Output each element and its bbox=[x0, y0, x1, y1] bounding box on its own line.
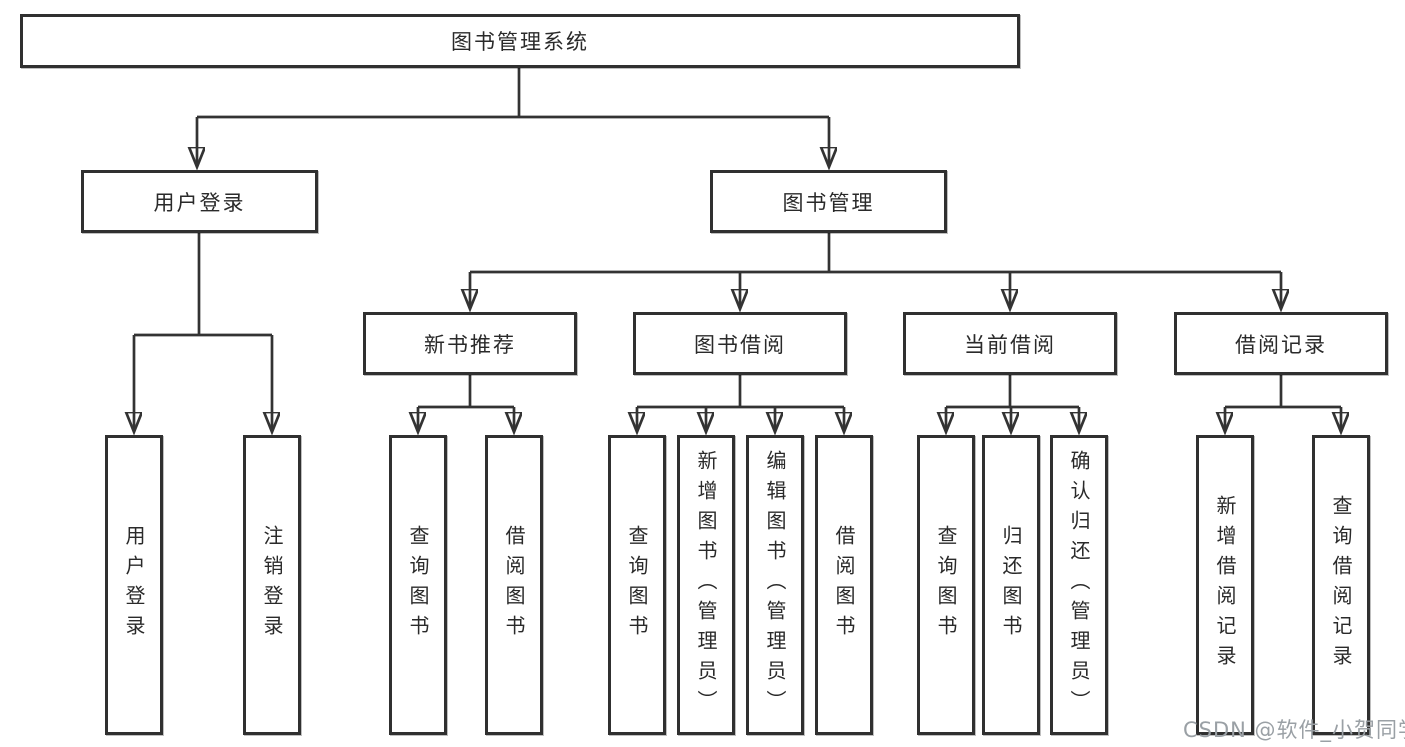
node-leaf-borrow-query-book: 查询图书 bbox=[608, 435, 666, 735]
node-leaf-borrow-edit-book-admin: 编辑图书（管理员） bbox=[746, 435, 804, 735]
node-book-management: 图书管理 bbox=[710, 170, 947, 233]
node-leaf-recommend-query-book: 查询图书 bbox=[389, 435, 447, 735]
node-leaf-recommend-borrow-book: 借阅图书 bbox=[485, 435, 543, 735]
node-leaf-borrow-add-book-admin: 新增图书（管理员） bbox=[677, 435, 735, 735]
node-borrow-records: 借阅记录 bbox=[1174, 312, 1388, 375]
node-leaf-current-return-book: 归还图书 bbox=[982, 435, 1040, 735]
node-system-root: 图书管理系统 bbox=[20, 14, 1020, 68]
node-leaf-records-query-record: 查询借阅记录 bbox=[1312, 435, 1370, 735]
csdn-watermark: CSDN @软件_小贺同学 bbox=[1183, 718, 1405, 742]
node-leaf-records-add-record: 新增借阅记录 bbox=[1196, 435, 1254, 735]
node-leaf-logout: 注销登录 bbox=[243, 435, 301, 735]
node-leaf-current-query-book: 查询图书 bbox=[917, 435, 975, 735]
node-leaf-current-confirm-return-admin: 确认归还（管理员） bbox=[1050, 435, 1108, 735]
node-new-book-recommend: 新书推荐 bbox=[363, 312, 577, 375]
node-leaf-borrow-borrow-book: 借阅图书 bbox=[815, 435, 873, 735]
node-user-login: 用户登录 bbox=[81, 170, 318, 233]
node-book-borrow: 图书借阅 bbox=[633, 312, 847, 375]
node-leaf-user-login: 用户登录 bbox=[105, 435, 163, 735]
node-current-borrow: 当前借阅 bbox=[903, 312, 1117, 375]
